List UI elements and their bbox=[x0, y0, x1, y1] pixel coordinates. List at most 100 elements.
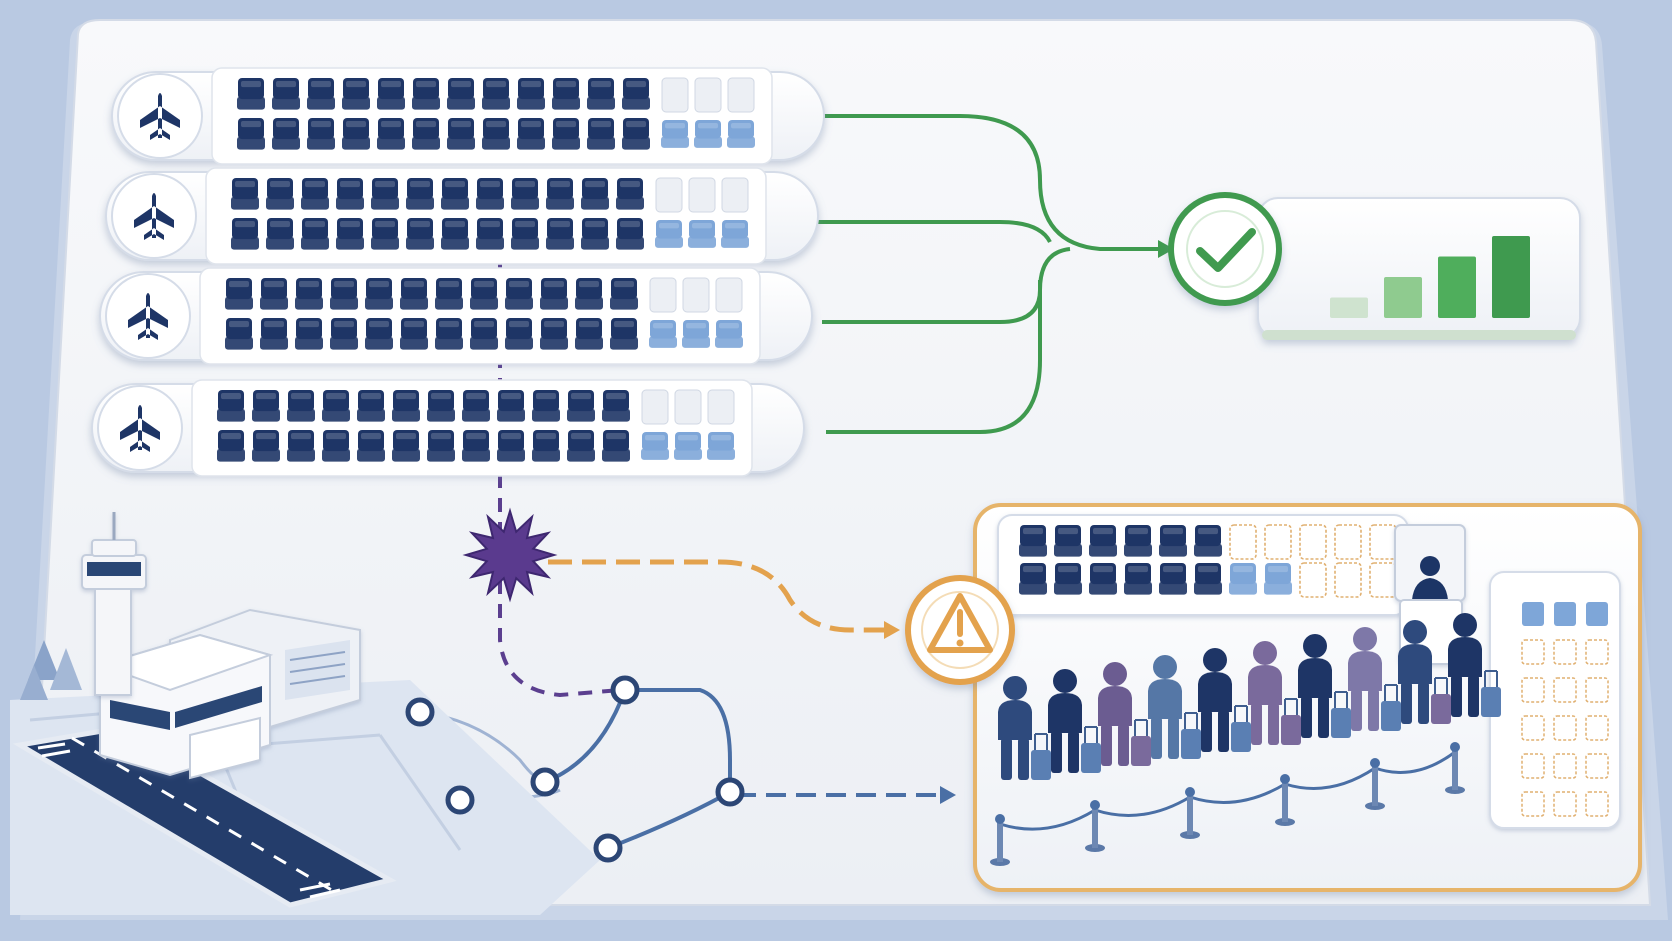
seat-booked bbox=[435, 318, 463, 350]
network-node bbox=[610, 675, 640, 705]
seat-booked bbox=[357, 430, 385, 462]
success-bar-chart bbox=[1330, 236, 1530, 318]
seat-booked bbox=[1054, 525, 1082, 557]
seat-map-empty bbox=[1585, 753, 1609, 779]
seat-map-empty bbox=[1521, 639, 1545, 665]
airport bbox=[10, 512, 600, 915]
seat-booked bbox=[225, 278, 253, 310]
network-node bbox=[593, 833, 623, 863]
person-icon bbox=[1048, 669, 1082, 773]
seat-map-empty bbox=[1521, 753, 1545, 779]
seat-booked bbox=[307, 118, 335, 150]
seat-available bbox=[707, 432, 735, 460]
seat-available bbox=[1229, 563, 1257, 595]
seat-booked bbox=[1194, 563, 1222, 595]
seat-booked bbox=[602, 430, 630, 462]
seat-booked bbox=[252, 430, 280, 462]
seat-booked bbox=[482, 78, 510, 110]
person-icon bbox=[1348, 627, 1382, 731]
seat-empty bbox=[682, 277, 710, 313]
seat-booked bbox=[287, 390, 315, 422]
seat-empty bbox=[1264, 524, 1292, 560]
seat-available bbox=[649, 320, 677, 348]
seat-booked bbox=[505, 318, 533, 350]
suitcase-icon bbox=[1031, 733, 1051, 780]
seat-booked bbox=[287, 430, 315, 462]
network-node bbox=[530, 767, 560, 797]
route-arrowhead-warning bbox=[884, 621, 900, 639]
route-arrowhead-network bbox=[940, 786, 956, 804]
suitcase-icon bbox=[1131, 719, 1151, 766]
seat-booked bbox=[587, 78, 615, 110]
seat-map-empty bbox=[1521, 677, 1545, 703]
seat-booked bbox=[616, 218, 644, 250]
seat-booked bbox=[1194, 525, 1222, 557]
seat-booked bbox=[476, 178, 504, 210]
route-arrowhead-success bbox=[1158, 240, 1174, 258]
runway bbox=[12, 725, 397, 908]
seat-booked bbox=[441, 218, 469, 250]
seat-map-available bbox=[1586, 602, 1608, 626]
seat-map-empty bbox=[1553, 791, 1577, 817]
seat-booked bbox=[435, 278, 463, 310]
seat-booked bbox=[602, 390, 630, 422]
seat-empty bbox=[674, 389, 702, 425]
seat-empty bbox=[1229, 524, 1257, 560]
seat-booked bbox=[336, 178, 364, 210]
seat-empty bbox=[661, 77, 689, 113]
seat-available bbox=[682, 320, 710, 348]
seat-map-empty bbox=[1553, 753, 1577, 779]
success-panel bbox=[1257, 197, 1581, 340]
suitcase-icon bbox=[1181, 712, 1201, 759]
seat-map-empty bbox=[1585, 791, 1609, 817]
seat-booked bbox=[301, 218, 329, 250]
seat-booked bbox=[575, 318, 603, 350]
seat-booked bbox=[1019, 525, 1047, 557]
seat-booked bbox=[441, 178, 469, 210]
seat-booked bbox=[295, 318, 323, 350]
seat-booked bbox=[231, 178, 259, 210]
seat-booked bbox=[322, 430, 350, 462]
seat-booked bbox=[365, 318, 393, 350]
network-node bbox=[445, 785, 475, 815]
seat-booked bbox=[511, 178, 539, 210]
suitcase-icon bbox=[1281, 698, 1301, 745]
seat-available bbox=[641, 432, 669, 460]
seat-empty bbox=[707, 389, 735, 425]
seat-booked bbox=[497, 390, 525, 422]
flight-row-3 bbox=[99, 267, 813, 365]
seat-empty bbox=[1299, 562, 1327, 598]
seat-booked bbox=[295, 278, 323, 310]
flight-row-4 bbox=[91, 379, 805, 477]
seat-booked bbox=[237, 118, 265, 150]
suitcase-icon bbox=[1331, 691, 1351, 738]
person-icon bbox=[1398, 620, 1432, 724]
person-icon bbox=[998, 676, 1032, 780]
seat-booked bbox=[1159, 525, 1187, 557]
seat-booked bbox=[470, 278, 498, 310]
seat-booked bbox=[540, 318, 568, 350]
seat-booked bbox=[1089, 563, 1117, 595]
stanchion-post bbox=[1275, 774, 1295, 826]
passenger-queue bbox=[998, 613, 1501, 780]
seat-map-grid bbox=[1521, 602, 1609, 817]
suitcase-icon bbox=[1231, 705, 1251, 752]
stanchion-post bbox=[1085, 800, 1105, 852]
seat-available bbox=[721, 220, 749, 248]
network-nodes bbox=[405, 675, 745, 863]
airplane-icon bbox=[140, 93, 180, 140]
seat-booked bbox=[406, 218, 434, 250]
seat-booked bbox=[552, 118, 580, 150]
seat-booked bbox=[342, 118, 370, 150]
seat-booked bbox=[266, 218, 294, 250]
route-warning bbox=[548, 559, 885, 633]
seat-booked bbox=[252, 390, 280, 422]
seat-map-empty bbox=[1585, 715, 1609, 741]
starburst-icon bbox=[462, 507, 558, 603]
seat-booked bbox=[462, 430, 490, 462]
seat-booked bbox=[462, 390, 490, 422]
seat-booked bbox=[377, 78, 405, 110]
seat-booked bbox=[400, 318, 428, 350]
seat-booked bbox=[217, 390, 245, 422]
